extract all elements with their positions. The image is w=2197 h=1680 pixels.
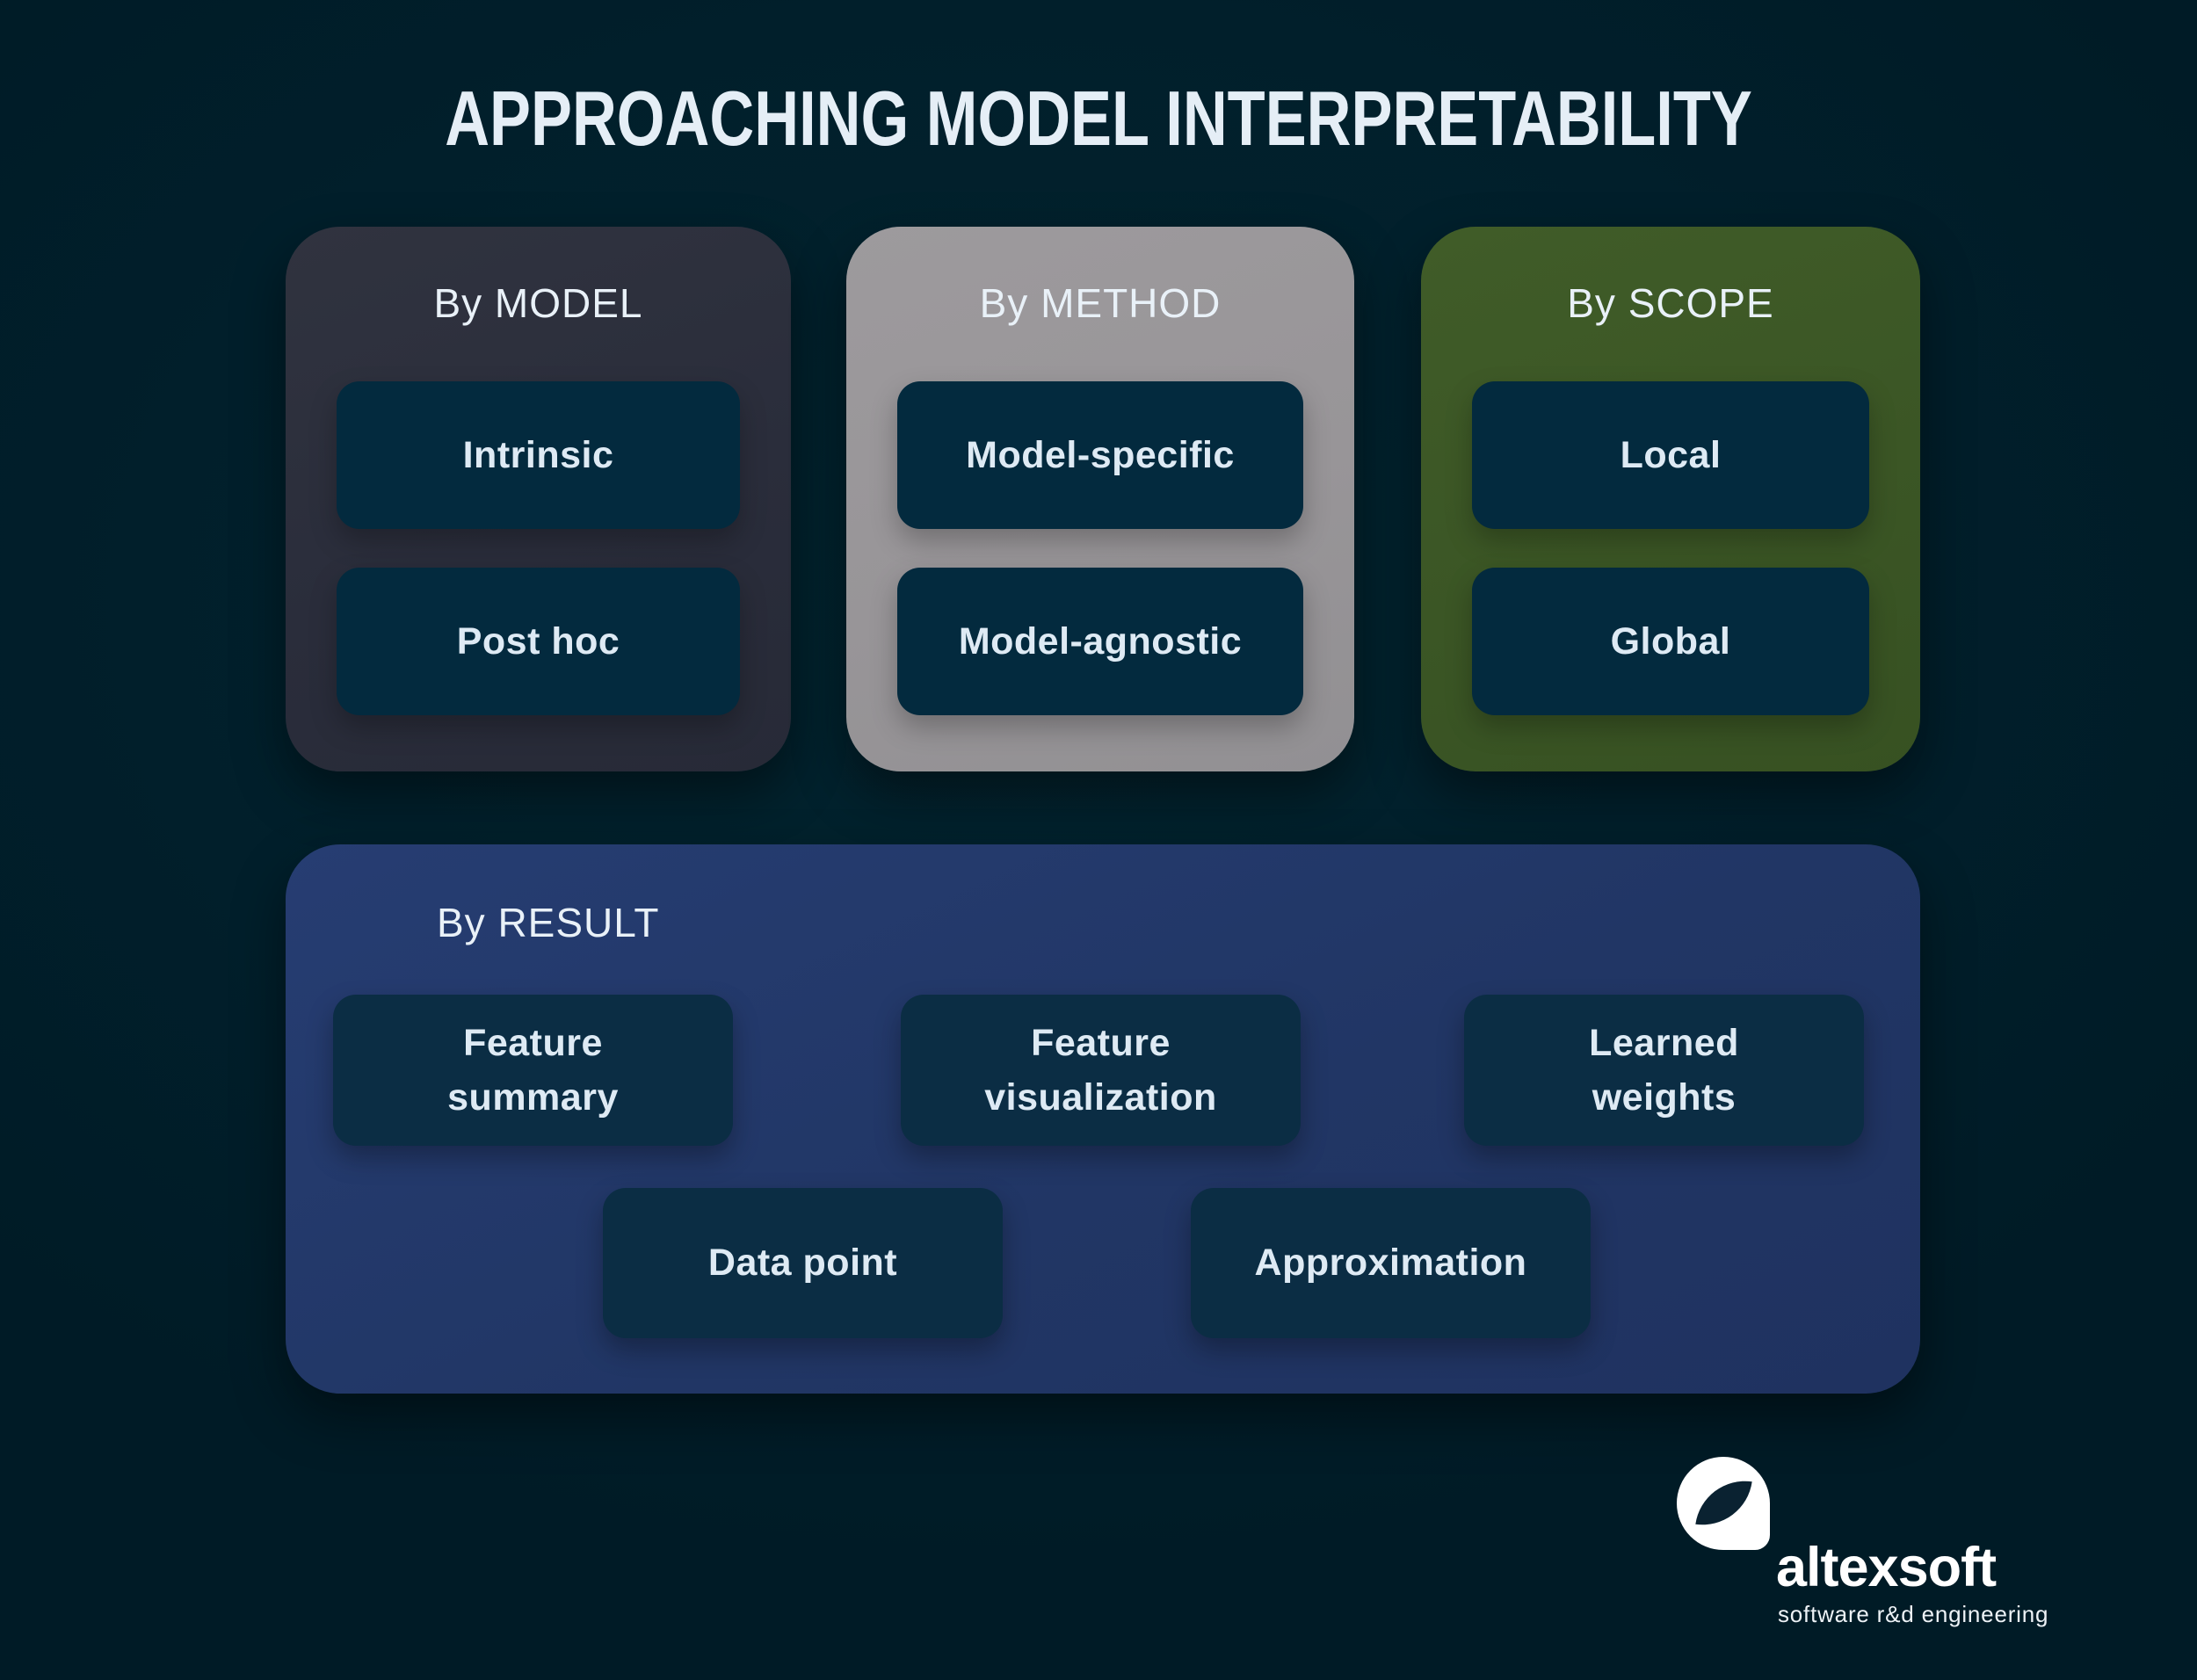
- chip-feature-visualization-label: Feature visualization: [984, 1021, 1217, 1119]
- altexsoft-tagline: software r&d engineering: [1778, 1601, 2049, 1627]
- chip-intrinsic: Intrinsic: [337, 381, 740, 529]
- chip-feature-visualization: Feature visualization: [901, 995, 1301, 1146]
- chip-global: Global: [1472, 568, 1869, 715]
- card-by-result: By RESULT Feature summary Feature visual…: [286, 844, 1920, 1394]
- chip-model-agnostic: Model-agnostic: [897, 568, 1303, 715]
- chip-global-label: Global: [1610, 619, 1731, 663]
- chip-feature-summary: Feature summary: [333, 995, 733, 1146]
- chip-model-specific: Model-specific: [897, 381, 1303, 529]
- chip-data-point-label: Data point: [707, 1242, 898, 1285]
- chip-intrinsic-label: Intrinsic: [462, 433, 614, 476]
- card-by-model: By MODEL Intrinsic Post hoc: [286, 227, 791, 771]
- altexsoft-s-swoosh-icon: [1695, 1474, 1752, 1532]
- card-by-result-label: By RESULT: [437, 900, 660, 945]
- card-by-scope: By SCOPE Local Global: [1421, 227, 1920, 771]
- chip-learned-weights-label: Learned weights: [1589, 1021, 1739, 1119]
- chip-model-agnostic-label: Model-agnostic: [958, 619, 1243, 663]
- card-by-method-label: By METHOD: [979, 280, 1222, 326]
- card-by-scope-label: By SCOPE: [1567, 280, 1774, 326]
- chip-post-hoc-label: Post hoc: [456, 619, 620, 663]
- chip-post-hoc: Post hoc: [337, 568, 740, 715]
- altexsoft-logo-mark: [1677, 1457, 1770, 1550]
- altexsoft-brand-name: altexsoft: [1776, 1537, 1997, 1598]
- chip-approximation-label: Approximation: [1254, 1242, 1527, 1285]
- card-by-model-label: By MODEL: [433, 280, 643, 326]
- chip-model-specific-label: Model-specific: [966, 433, 1235, 476]
- chip-feature-summary-label: Feature summary: [447, 1021, 619, 1119]
- chip-local: Local: [1472, 381, 1869, 529]
- card-by-method: By METHOD Model-specific Model-agnostic: [846, 227, 1354, 771]
- chip-approximation: Approximation: [1191, 1188, 1591, 1338]
- page-title: APPROACHING MODEL INTERPRETABILITY: [445, 75, 1752, 162]
- chip-data-point: Data point: [603, 1188, 1003, 1338]
- chip-learned-weights: Learned weights: [1464, 995, 1864, 1146]
- chip-local-label: Local: [1620, 433, 1722, 476]
